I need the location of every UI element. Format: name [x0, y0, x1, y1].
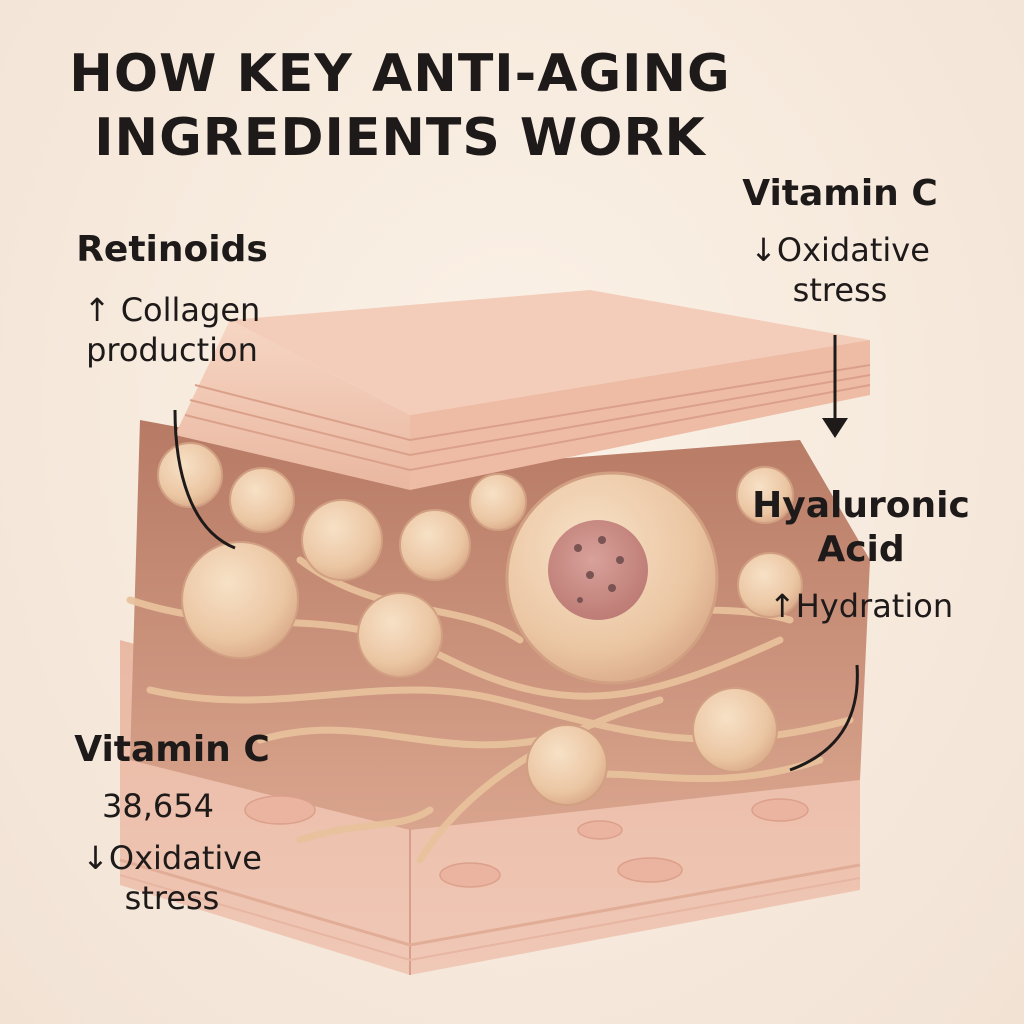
retinoids-heading: Retinoids — [76, 229, 268, 270]
vitamin-c-top-line-1: ↓Oxidative — [750, 231, 930, 269]
vitamin-c-bottom-number: 38,654 — [102, 787, 214, 825]
title-line-2: INGREDIENTS WORK — [94, 108, 706, 168]
title-line-1: HOW KEY ANTI-AGING — [69, 44, 731, 104]
retinoids-line-2: production — [86, 331, 258, 369]
vitamin-c-top-heading: Vitamin C — [742, 173, 938, 214]
hyaluronic-label: Hyaluronic Acid ↑Hydration — [736, 484, 986, 626]
retinoids-label: Retinoids ↑ Collagen production — [62, 228, 282, 370]
hyaluronic-heading-2: Acid — [817, 529, 905, 570]
vitamin-c-bottom-label: Vitamin C 38,654 ↓Oxidative stress — [52, 728, 292, 918]
vitamin-c-bottom-heading: Vitamin C — [74, 729, 270, 770]
retinoids-line-1: ↑ Collagen — [83, 291, 261, 329]
epidermis-layer — [230, 290, 870, 415]
hyaluronic-heading-1: Hyaluronic — [752, 485, 970, 526]
hyaluronic-pointer-line — [789, 664, 859, 772]
retinoids-pointer-line — [173, 409, 236, 550]
vitamin-c-top-line-2: stress — [792, 271, 888, 309]
page-title: HOW KEY ANTI-AGING INGREDIENTS WORK — [0, 42, 800, 170]
hyaluronic-line-1: ↑Hydration — [768, 587, 954, 625]
vitamin-c-top-label: Vitamin C ↓Oxidative stress — [720, 172, 960, 310]
cell-nucleus — [548, 520, 648, 620]
vitamin-c-bottom-line-2: stress — [124, 879, 220, 917]
vitamin-c-bottom-line-1: ↓Oxidative — [82, 839, 262, 877]
